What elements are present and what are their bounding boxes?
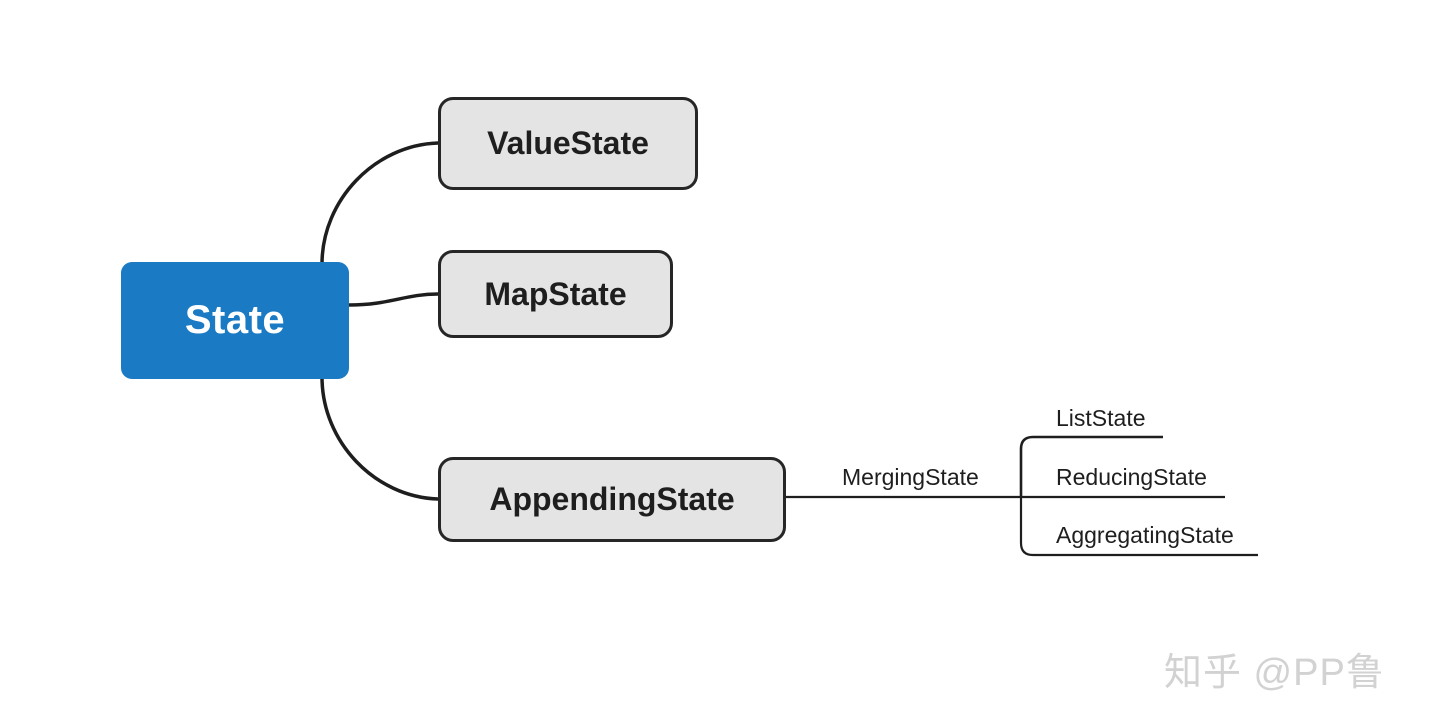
edge-label-mergingstate: MergingState: [842, 464, 979, 491]
watermark-text: 知乎 @PP鲁: [1164, 652, 1385, 694]
connector-state-to-mapstate: [347, 292, 440, 307]
leaf-label-aggregatingstate: AggregatingState: [1056, 522, 1234, 549]
leaf-label-text: ListState: [1056, 405, 1146, 431]
leaf-label-reducingstate: ReducingState: [1056, 464, 1207, 491]
leaf-label-liststate: ListState: [1056, 405, 1146, 432]
connector-state-to-valuestate: [320, 141, 440, 266]
connector-state-to-appendingstate: [320, 375, 440, 501]
branch-line-aggregatingstate: [1019, 497, 1258, 557]
leaf-label-text: ReducingState: [1056, 464, 1207, 490]
branch-node-label: MapState: [484, 275, 627, 312]
root-node-state[interactable]: State: [121, 262, 349, 379]
branch-line-liststate: [1019, 435, 1163, 497]
root-node-label: State: [184, 298, 286, 342]
edge-label-text: MergingState: [842, 464, 979, 490]
branch-node-appendingstate[interactable]: AppendingState: [438, 457, 786, 542]
watermark: 知乎 @PP鲁: [1164, 641, 1385, 696]
branch-node-mapstate[interactable]: MapState: [438, 250, 673, 338]
branch-node-label: AppendingState: [489, 481, 735, 517]
branch-node-label: ValueState: [487, 125, 649, 161]
branch-node-valuestate[interactable]: ValueState: [438, 97, 698, 190]
leaf-label-text: AggregatingState: [1056, 522, 1234, 548]
